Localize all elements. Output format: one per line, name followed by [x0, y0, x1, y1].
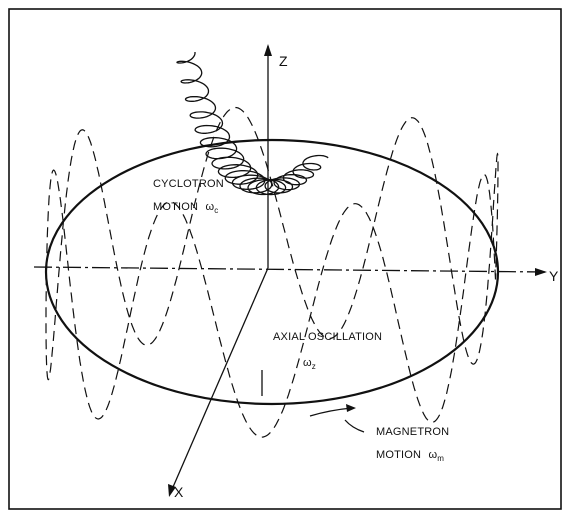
y-axis-label: Y — [549, 268, 559, 284]
figure-frame — [8, 8, 562, 510]
x-axis — [169, 267, 269, 495]
magnetron-arrowhead — [346, 404, 356, 412]
magnetron-orbit-ellipse — [44, 138, 500, 406]
magnetron-pointer-line — [344, 419, 365, 433]
cyclotron-label-line1: CYCLOTRON — [153, 178, 224, 190]
z-axis-arrowhead — [264, 44, 272, 56]
axial-oscillation-trajectory — [45, 106, 499, 438]
cyclotron-label-line2: MOTION ωc — [153, 201, 218, 215]
y-axis — [33, 266, 546, 273]
axial-label-symbol: ωz — [303, 357, 316, 371]
axial-label-line1: AXIAL OSCILLATION — [273, 331, 382, 343]
magnetron-label-line2: MOTION ωm — [376, 449, 444, 463]
cyclotron-motion-helix — [176, 52, 329, 196]
magnetron-label-line1: MAGNETRON — [376, 426, 449, 438]
z-axis-label: Z — [279, 53, 288, 69]
y-axis-arrowhead — [535, 268, 547, 276]
x-axis-label: X — [174, 484, 184, 500]
x-axis-arrowhead — [168, 484, 176, 497]
magnetron-direction-arrow — [309, 407, 353, 417]
